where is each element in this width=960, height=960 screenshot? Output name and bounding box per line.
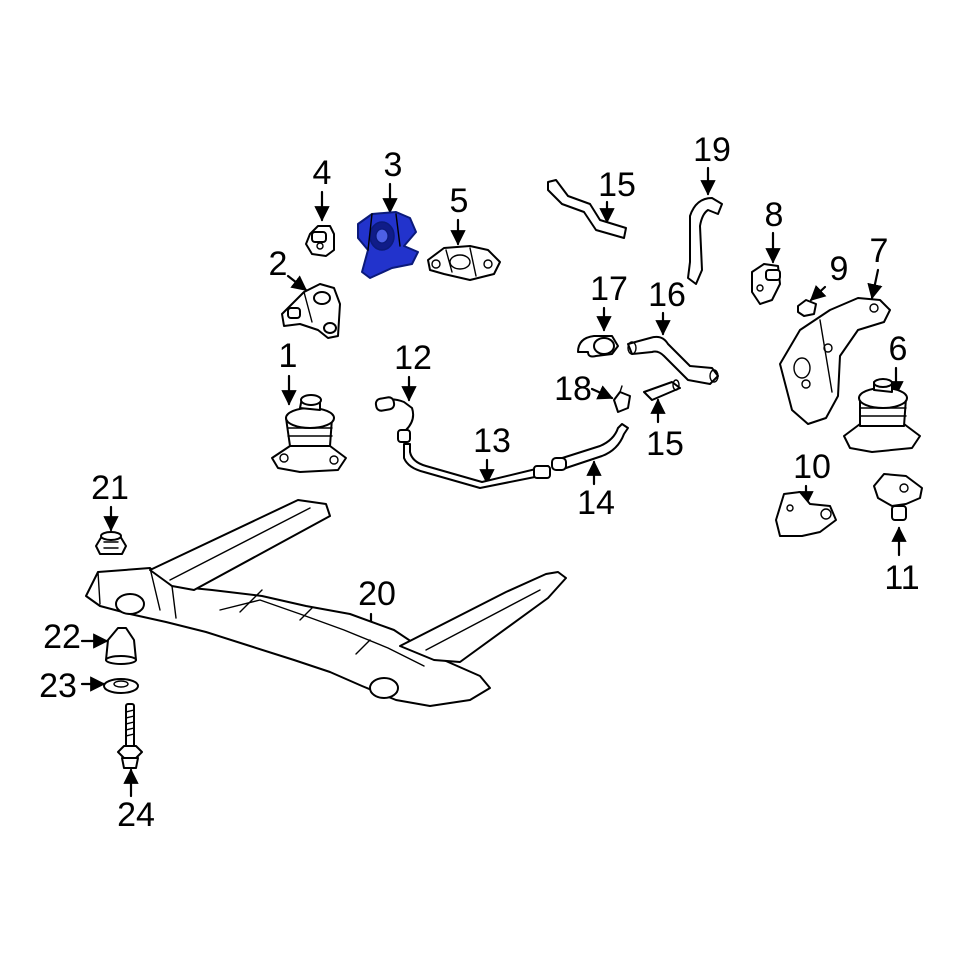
part-23-washer[interactable] <box>103 678 139 694</box>
arrow-9 <box>809 284 827 302</box>
part-11-bracket[interactable] <box>873 473 923 521</box>
part-19-hose[interactable] <box>687 197 723 285</box>
part-15-hose-top[interactable] <box>547 179 627 239</box>
part-20-subframe[interactable] <box>85 499 567 707</box>
part-6-engine-mount[interactable] <box>843 378 921 453</box>
callout-15-bottom[interactable]: 15 <box>646 425 684 463</box>
part-7-bracket[interactable] <box>779 297 891 425</box>
callout-22[interactable]: 22 <box>43 618 81 656</box>
part-4-bracket[interactable] <box>305 225 335 257</box>
part-13-pipe[interactable] <box>403 443 551 489</box>
callout-23[interactable]: 23 <box>39 667 77 705</box>
callout-15-top[interactable]: 15 <box>598 166 636 204</box>
part-16-hose[interactable] <box>627 335 719 385</box>
callout-7[interactable]: 7 <box>870 232 889 270</box>
part-5-bracket[interactable] <box>427 245 501 281</box>
callout-3[interactable]: 3 <box>384 146 403 184</box>
callout-4[interactable]: 4 <box>313 154 332 192</box>
callout-9[interactable]: 9 <box>830 250 849 288</box>
callout-24[interactable]: 24 <box>117 796 155 834</box>
callout-1[interactable]: 1 <box>279 337 298 375</box>
callout-20[interactable]: 20 <box>358 575 396 613</box>
callout-18[interactable]: 18 <box>554 370 592 408</box>
callout-2[interactable]: 2 <box>269 245 288 283</box>
arrow-7 <box>867 268 883 300</box>
part-3-highlighted-mount[interactable] <box>357 211 419 279</box>
part-2-bracket[interactable] <box>281 283 341 339</box>
callout-19[interactable]: 19 <box>693 131 731 169</box>
part-14-hose[interactable] <box>551 423 629 471</box>
part-18-connector[interactable] <box>613 385 631 413</box>
part-15-hose-bottom[interactable] <box>643 379 681 401</box>
part-9-nut[interactable] <box>797 299 817 317</box>
arrow-18 <box>590 385 614 400</box>
part-21-bushing[interactable] <box>95 531 127 555</box>
callout-12[interactable]: 12 <box>394 339 432 377</box>
callout-16[interactable]: 16 <box>648 276 686 314</box>
part-12-hose[interactable] <box>374 396 415 443</box>
callout-14[interactable]: 14 <box>577 484 615 522</box>
part-17-hose[interactable] <box>577 335 619 358</box>
callout-10[interactable]: 10 <box>793 448 831 486</box>
arrow-2 <box>286 274 308 292</box>
callout-21[interactable]: 21 <box>91 469 129 507</box>
part-22-bushing[interactable] <box>105 627 137 665</box>
callout-labels: 1 2 3 4 5 6 7 8 9 10 11 12 13 14 15 15 1… <box>39 131 920 834</box>
callout-17[interactable]: 17 <box>590 270 628 308</box>
part-24-bolt[interactable] <box>117 703 143 769</box>
callout-11[interactable]: 11 <box>884 559 919 597</box>
part-10-bracket[interactable] <box>775 491 837 537</box>
callout-5[interactable]: 5 <box>450 182 469 220</box>
part-8-bracket[interactable] <box>751 263 781 305</box>
callout-6[interactable]: 6 <box>889 330 908 368</box>
callout-13[interactable]: 13 <box>473 422 511 460</box>
callout-8[interactable]: 8 <box>765 196 784 234</box>
part-1-engine-mount[interactable] <box>271 394 347 473</box>
